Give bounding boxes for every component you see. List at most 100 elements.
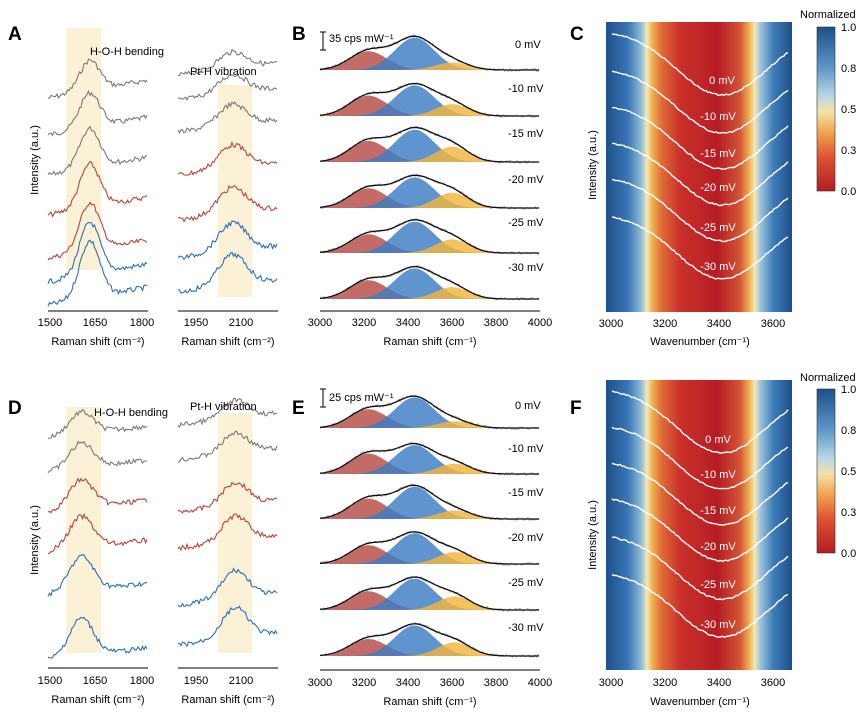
fit-envelope [319, 126, 540, 163]
gaussian-component [320, 642, 518, 656]
curve-label: -10 mV [700, 469, 736, 481]
x-tick-label: 3400 [396, 317, 420, 329]
panel-a-right-ticks: 1950 2100 [184, 317, 253, 329]
panel-a-left-ticks: 1500 1650 1800 [38, 317, 154, 329]
panel-e-fits [319, 394, 540, 659]
x-tick-label: 2100 [229, 317, 253, 329]
panel-e-xlabel: Raman shift (cm⁻¹) [383, 696, 476, 708]
gaussian-component [320, 591, 518, 610]
x-tick-label: 4000 [528, 677, 552, 689]
panel-d: Intensity (a.u.) H-O-H bending 1500 1650… [29, 397, 278, 706]
panel-f-ylabel: Intensity (a.u.) [587, 500, 599, 570]
colorbar-tick: 1.0 [841, 384, 856, 396]
panel-d-right-spectra [177, 397, 278, 648]
stack-label: -25 mV [508, 577, 544, 589]
panel-c-curve-labels: 0 mV -10 mV -15 mV -20 mV -25 mV -30 mV [700, 75, 736, 273]
fit-envelope [319, 531, 540, 565]
spectrum-line [47, 408, 148, 440]
curve-label: -20 mV [700, 541, 736, 553]
fit-envelope [319, 484, 540, 520]
panel-e-scale-label: 25 cps mW⁻¹ [329, 392, 394, 404]
panel-c-x-ticks: 3000 3200 3400 3600 [599, 318, 785, 330]
stack-label: -15 mV [508, 487, 544, 499]
panel-f-colorbar: Normalized 1.0 0.8 0.5 0.3 0.0 [800, 372, 856, 560]
gaussian-component [320, 409, 518, 428]
x-tick-label: 3200 [653, 318, 677, 330]
panel-e-x-ticks: 3000 3200 3400 3600 3800 4000 [308, 677, 552, 689]
x-tick-label: 3200 [352, 677, 376, 689]
x-tick-label: 3600 [440, 677, 464, 689]
x-tick-label: 3600 [440, 317, 464, 329]
panel-a-ylabel: Intensity (a.u.) [29, 125, 41, 195]
curve-label: -25 mV [700, 579, 736, 591]
intensity-curve [611, 426, 789, 490]
stack-label: -20 mV [508, 174, 544, 186]
fit-envelope [319, 576, 540, 611]
spectrum-line [47, 201, 148, 261]
panel-d-right-xlabel: Raman shift (cm⁻²) [181, 694, 274, 706]
panel-b-stack-labels: 0 mV -10 mV -15 mV -20 mV -25 mV -30 mV [508, 39, 544, 274]
panel-e-stack-labels: 0 mV -10 mV -15 mV -20 mV -25 mV -30 mV [508, 400, 544, 634]
x-tick-label: 3800 [484, 677, 508, 689]
panel-d-left-xlabel: Raman shift (cm⁻²) [51, 694, 144, 706]
stack-label: -30 mV [508, 262, 544, 274]
panel-c-ylabel: Intensity (a.u.) [587, 130, 599, 200]
curve-label: -30 mV [700, 261, 736, 273]
spectrum-line [177, 567, 278, 608]
curve-label: -15 mV [700, 148, 736, 160]
fit-envelope [319, 174, 540, 209]
gaussian-component [320, 280, 518, 299]
panel-e: 25 cps mW⁻¹ 0 mV -10 mV -15 mV -20 mV -2… [308, 388, 552, 708]
gaussian-component [320, 239, 518, 253]
x-tick-label: 3000 [599, 318, 623, 330]
stack-label: -10 mV [508, 83, 544, 95]
colorbar-tick: 1.0 [841, 22, 856, 34]
curve-label: -10 mV [700, 111, 736, 123]
colorbar-tick: 0.5 [841, 466, 856, 478]
spectrum-line [47, 616, 148, 659]
panel-d-right-highlight [218, 413, 253, 653]
spectrum-line [177, 481, 278, 514]
panel-letter-f: F [570, 398, 582, 419]
fit-envelope [319, 623, 540, 657]
panel-d-right-label: Pt-H vibration [190, 401, 257, 413]
x-tick-label: 3000 [599, 677, 623, 689]
curve-label: -25 mV [700, 222, 736, 234]
stack-label: -10 mV [508, 443, 544, 455]
intensity-curve [611, 70, 789, 134]
colorbar-title: Normalized [800, 372, 856, 384]
spectrum-line [47, 554, 148, 597]
panel-f-xlabel: Wavenumber (cm⁻¹) [650, 696, 750, 708]
spectrum-line [47, 239, 148, 307]
gaussian-component [320, 221, 518, 253]
spectrum-line [47, 89, 148, 137]
panel-a-right-highlight [218, 85, 253, 297]
spectrum-line [177, 513, 278, 552]
gaussian-component [320, 453, 518, 474]
gaussian-component [320, 268, 518, 299]
fit-envelope [319, 219, 540, 254]
colorbar-gradient [816, 388, 836, 554]
gaussian-component [320, 510, 518, 519]
gaussian-component [320, 421, 518, 428]
colorbar-tick: 0.3 [841, 507, 856, 519]
panel-letter-d: D [8, 398, 22, 419]
gaussian-component [320, 140, 518, 162]
panel-b-scale-label: 35 cps mW⁻¹ [329, 33, 394, 45]
panel-a-left-xlabel: Raman shift (cm⁻²) [51, 336, 144, 348]
colorbar-tick: 0.0 [841, 548, 856, 560]
gaussian-component [320, 146, 518, 162]
panel-c-heatmap [606, 22, 792, 312]
x-tick-label: 2100 [229, 675, 253, 687]
panel-d-left-highlight [66, 407, 102, 653]
x-tick-label: 1950 [184, 675, 208, 687]
panel-b-fits [319, 34, 540, 302]
x-tick-label: 3400 [707, 318, 731, 330]
panel-a-right-xlabel: Raman shift (cm⁻²) [181, 336, 274, 348]
spectrum-line [47, 125, 148, 176]
panel-letter-c: C [570, 24, 584, 45]
spectrum-line [47, 221, 148, 285]
spectrum-line [47, 477, 148, 514]
gaussian-component [320, 445, 518, 474]
gaussian-component [320, 498, 518, 519]
